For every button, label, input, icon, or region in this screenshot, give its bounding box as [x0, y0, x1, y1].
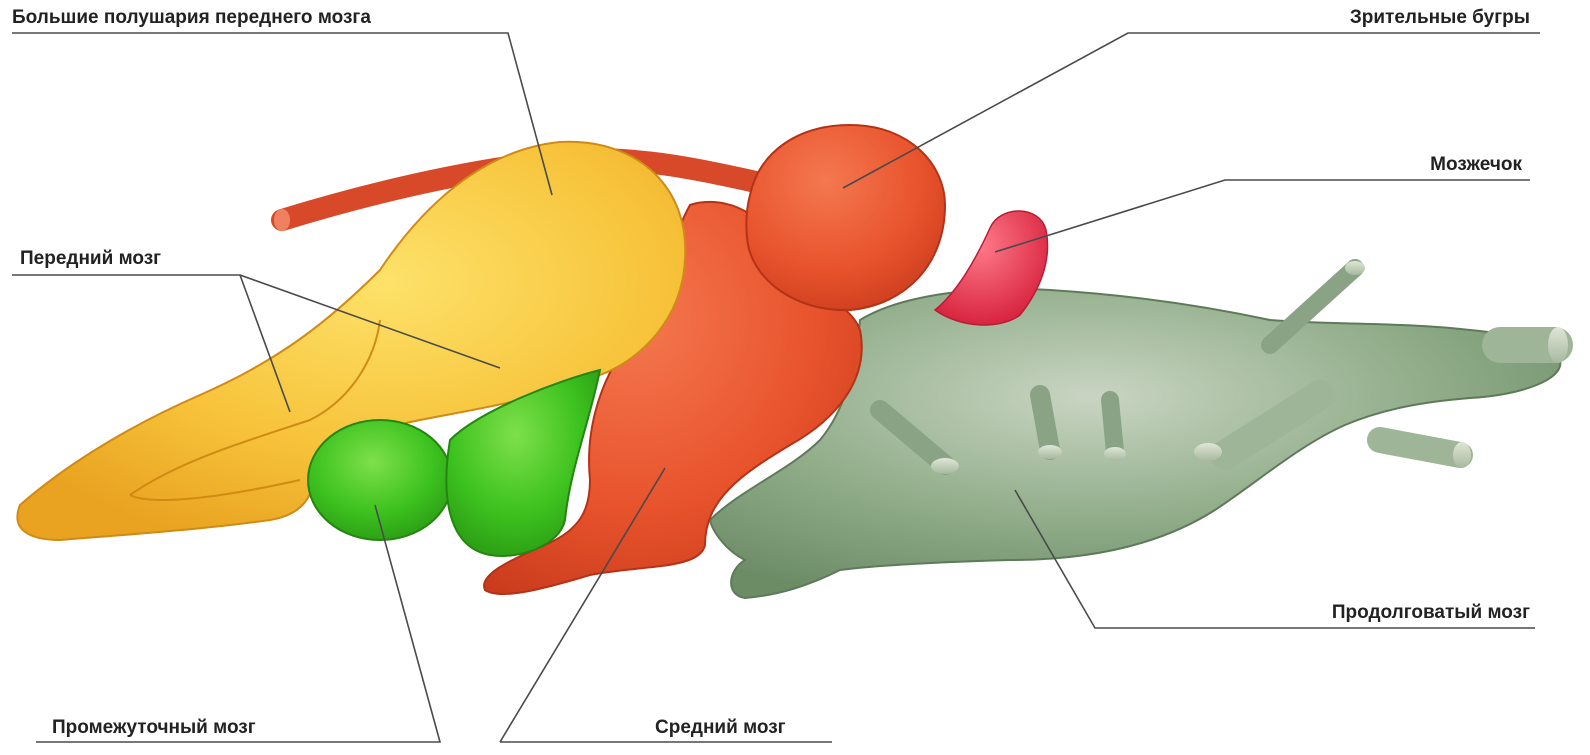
leader-cerebellum	[995, 180, 1530, 252]
label-midbrain: Средний мозг	[655, 717, 786, 738]
label-medulla: Продолговатый мозг	[1332, 602, 1530, 623]
label-diencephalon: Промежуточный мозг	[52, 717, 256, 738]
optic-lobes-shape	[746, 125, 945, 310]
label-cerebral-hemispheres: Большие полушария переднего мозга	[12, 7, 371, 28]
label-optic-lobes: Зрительные бугры	[1350, 7, 1530, 28]
label-cerebellum: Мозжечок	[1430, 154, 1522, 175]
label-forebrain: Передний мозг	[20, 248, 161, 269]
